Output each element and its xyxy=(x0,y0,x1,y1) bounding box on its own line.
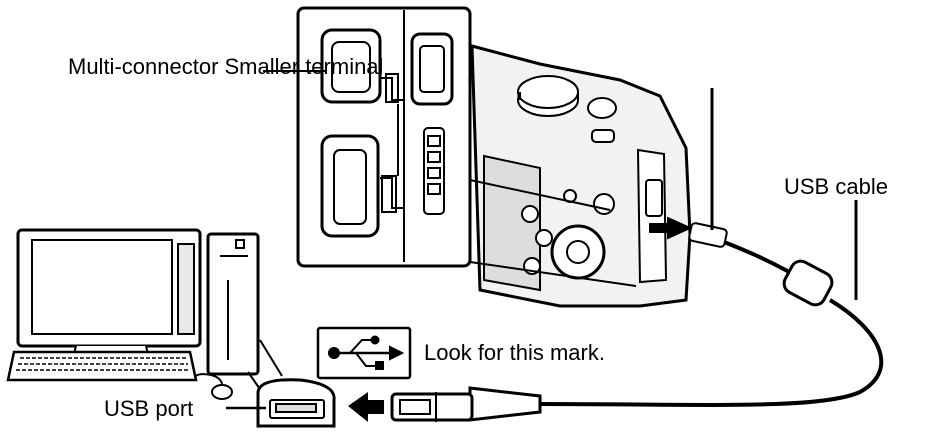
usb-mark-label: Look for this mark. xyxy=(424,340,605,365)
usb-symbol-icon xyxy=(316,326,412,380)
computer-monitor-icon xyxy=(16,228,202,363)
usb-cable-icon xyxy=(390,88,884,422)
usb-port-label: USB port xyxy=(104,396,194,421)
usb-cable-label: USB cable xyxy=(784,174,888,199)
strike-line xyxy=(263,70,325,72)
pc-tower-icon xyxy=(206,232,260,376)
arrow-left-icon xyxy=(348,392,384,422)
multi-connector-label: Multi-connector Smaller terminal xyxy=(68,54,384,79)
camera-icon xyxy=(469,44,693,308)
terminal-inset-icon xyxy=(296,6,472,268)
mouse-icon xyxy=(195,373,233,400)
keyboard-icon xyxy=(6,350,198,382)
